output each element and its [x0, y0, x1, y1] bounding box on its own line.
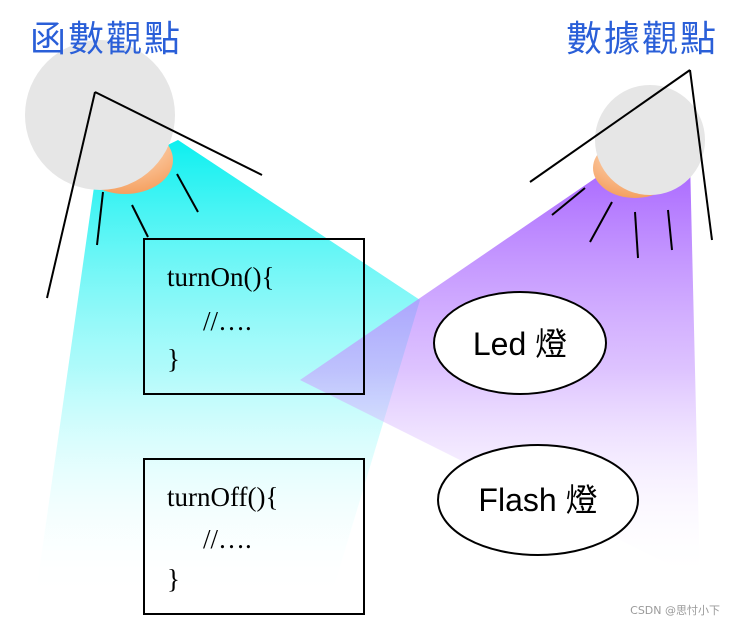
left-lamp: [25, 40, 263, 299]
right-lamp-head: [595, 85, 705, 195]
right-lamp: [529, 69, 713, 259]
function-closing-brace: }: [167, 564, 180, 594]
function-closing-brace: }: [167, 344, 180, 374]
watermark: CSDN @思忖小下: [630, 604, 720, 617]
left-lamp-head: [25, 40, 175, 190]
function-box-turn-off: turnOff(){ //…. }: [143, 458, 365, 615]
data-oval-flash: Flash 燈: [437, 444, 639, 556]
function-body-comment: //….: [203, 524, 252, 554]
function-perspective-title: 函數觀點: [30, 19, 183, 60]
left-light-beam: [35, 140, 420, 600]
function-box-turn-on: turnOn(){ //…. }: [143, 238, 365, 395]
function-body-comment: //….: [203, 306, 252, 336]
data-oval-flash-label: Flash 燈: [478, 482, 597, 518]
data-perspective-title: 數據觀點: [565, 19, 718, 60]
function-signature: turnOn(){: [167, 262, 275, 292]
data-oval-led: Led 燈: [433, 291, 607, 395]
function-signature: turnOff(){: [167, 482, 279, 512]
data-oval-led-label: Led 燈: [473, 326, 567, 362]
